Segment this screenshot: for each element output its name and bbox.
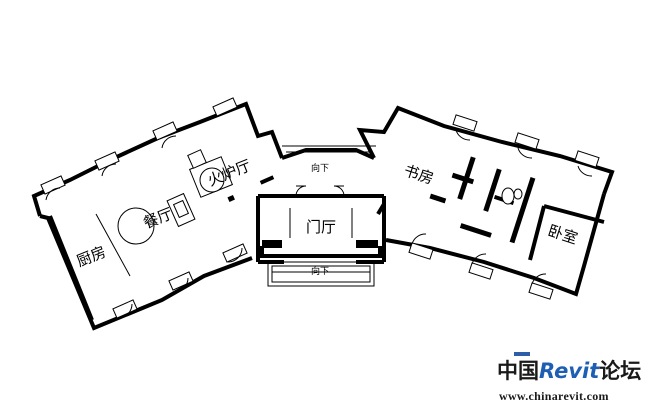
- watermark-title: 中国Revit论坛: [497, 356, 647, 386]
- left-wing: [31, 97, 284, 331]
- armchair: [187, 149, 207, 169]
- watermark-badge: [514, 352, 530, 358]
- label-bedroom: 卧室: [546, 221, 580, 247]
- toilet: [501, 187, 515, 205]
- watermark-url: www.chinarevit.com: [499, 389, 609, 403]
- right-wing: [356, 105, 615, 300]
- label-study: 书房: [402, 161, 436, 187]
- watermark: 中国Revit论坛 www.chinarevit.com: [497, 356, 647, 406]
- central-block: [256, 145, 386, 287]
- watermark-brand: Revit: [539, 359, 600, 383]
- label-dining-room: 餐厅: [141, 204, 176, 232]
- label-stair-lower: 向下: [311, 265, 329, 277]
- label-kitchen: 厨房: [74, 243, 109, 271]
- watermark-cn-right: 论坛: [599, 358, 642, 383]
- label-stair-upper: 向下: [311, 162, 329, 174]
- dining-table: [117, 207, 155, 245]
- label-hall: 门厅: [306, 218, 336, 236]
- watermark-cn-left: 中国: [497, 358, 539, 383]
